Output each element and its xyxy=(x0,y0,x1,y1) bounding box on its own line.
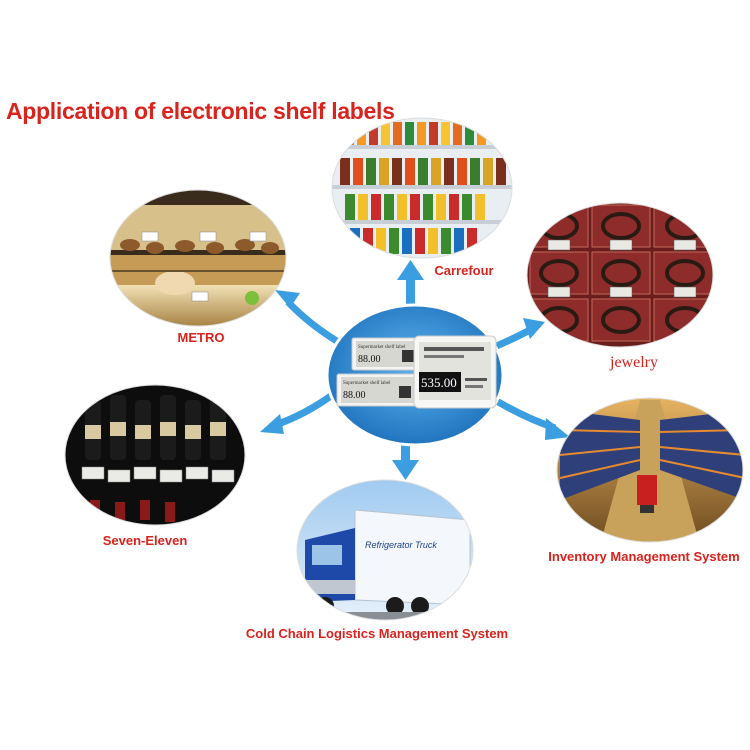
scene-metro xyxy=(110,190,286,326)
page-title: Application of electronic shelf labels xyxy=(6,98,395,124)
shelf-label-1-price: 88.00 xyxy=(358,354,381,365)
shelf-label-3-price: 535.00 xyxy=(421,375,457,390)
arrow-to-inventory xyxy=(493,396,570,440)
caption-seven-eleven: Seven-Eleven xyxy=(102,533,188,548)
caption-inventory: Inventory Management System xyxy=(548,549,740,564)
shelf-label-3: 535.00 xyxy=(413,335,497,409)
arrow-to-cold-chain xyxy=(392,440,419,480)
scene-metro-frame xyxy=(109,189,287,327)
shelf-label-2: Supermarket shelf label 88.00 xyxy=(336,373,420,407)
shelf-label-2-header: Supermarket shelf label xyxy=(343,381,391,386)
scene-jewelry xyxy=(527,203,713,347)
shelf-label-2-price: 88.00 xyxy=(343,390,366,401)
shelf-label-1-header: Supermarket shelf label xyxy=(358,345,406,350)
caption-jewelry: jewelry xyxy=(610,354,658,371)
scene-carrefour xyxy=(332,118,512,258)
scene-inventory xyxy=(557,398,743,542)
arrows xyxy=(260,260,570,480)
scene-inventory-frame xyxy=(556,397,744,543)
truck-side-text: Refrigerator Truck xyxy=(365,540,437,550)
scene-jewelry-frame xyxy=(526,202,714,348)
caption-carrefour: Carrefour xyxy=(434,263,494,278)
scene-carrefour-frame xyxy=(331,117,513,259)
hub: Supermarket shelf label 88.00 Supermarke… xyxy=(325,303,505,447)
scene-cold-chain-frame xyxy=(296,479,474,621)
arrow-to-seven-eleven xyxy=(260,390,338,434)
arrow-to-metro xyxy=(275,290,342,347)
caption-metro: METRO xyxy=(177,330,225,345)
arrow-to-carrefour xyxy=(397,260,424,310)
scene-seven-eleven xyxy=(65,385,245,525)
scene-seven-eleven-frame xyxy=(64,384,246,526)
shelf-label-1: Supermarket shelf label 88.00 xyxy=(351,337,423,371)
scene-cold-chain: Refrigerator Truck xyxy=(297,480,473,620)
arrow-to-jewelry xyxy=(490,318,545,352)
caption-cold-chain: Cold Chain Logistics Management System xyxy=(245,626,509,641)
